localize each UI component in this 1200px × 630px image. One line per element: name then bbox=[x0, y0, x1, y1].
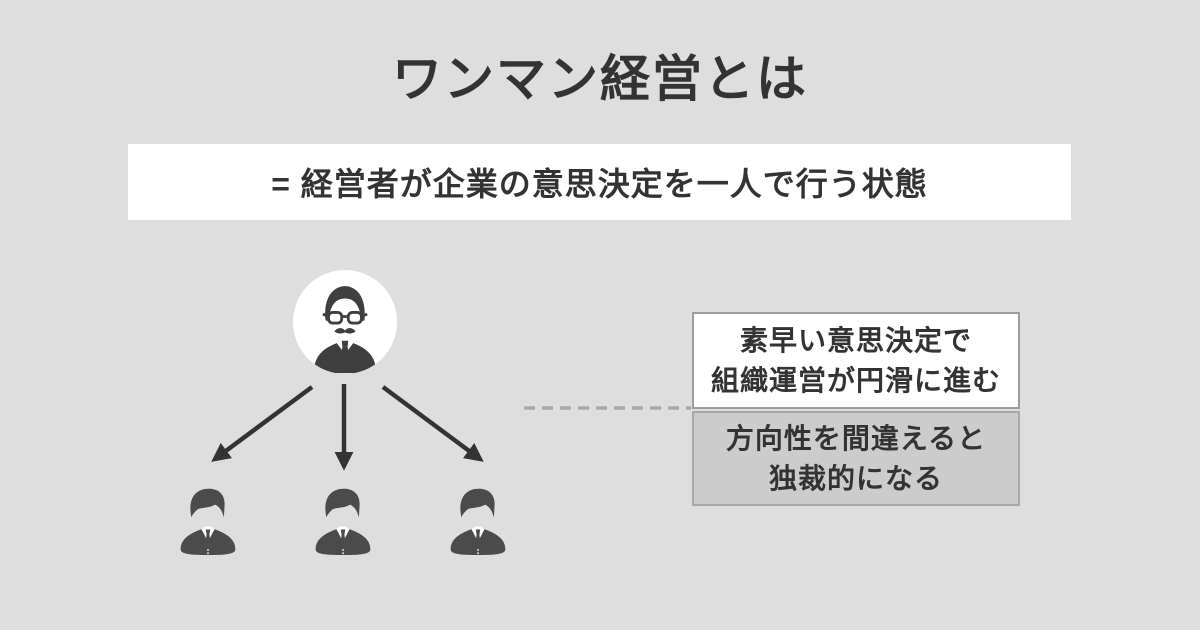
merit-callout: 素早い意思決定で 組織運営が円滑に進む bbox=[692, 312, 1020, 409]
glasses bbox=[322, 311, 368, 325]
hair bbox=[190, 488, 225, 518]
employee-avatar bbox=[306, 483, 380, 555]
employee-person-icon bbox=[315, 488, 371, 555]
tie-knot bbox=[341, 340, 349, 347]
definition-text: = 経営者が企業の意思決定を一人で行う状態 bbox=[271, 166, 928, 202]
tie bbox=[340, 346, 350, 369]
tie-knot bbox=[205, 529, 211, 535]
hair bbox=[325, 286, 365, 321]
manager-person-icon bbox=[313, 286, 377, 374]
button bbox=[206, 552, 210, 555]
definition-banner: = 経営者が企業の意思決定を一人で行う状態 bbox=[128, 144, 1071, 220]
demerit-callout: 方向性を間違えると 独裁的になる bbox=[692, 411, 1020, 506]
manager-avatar bbox=[293, 270, 397, 374]
employee-person-icon bbox=[450, 488, 506, 555]
arrow-to-right-employee bbox=[381, 385, 484, 462]
merit-line2: 組織運営が円滑に進む bbox=[710, 364, 1001, 396]
tie bbox=[205, 534, 211, 548]
button bbox=[206, 548, 210, 551]
arrow-to-left-employee bbox=[211, 385, 314, 462]
employee-avatar bbox=[171, 483, 245, 555]
demerit-line2: 独裁的になる bbox=[768, 462, 943, 494]
page-title: ワンマン経営とは bbox=[392, 51, 808, 107]
merit-line1: 素早い意思決定で bbox=[739, 324, 972, 356]
employee-avatar bbox=[441, 483, 515, 555]
demerit-line1: 方向性を間違えると bbox=[725, 422, 987, 454]
employee-person-icon bbox=[180, 488, 236, 555]
mustache bbox=[334, 328, 356, 334]
